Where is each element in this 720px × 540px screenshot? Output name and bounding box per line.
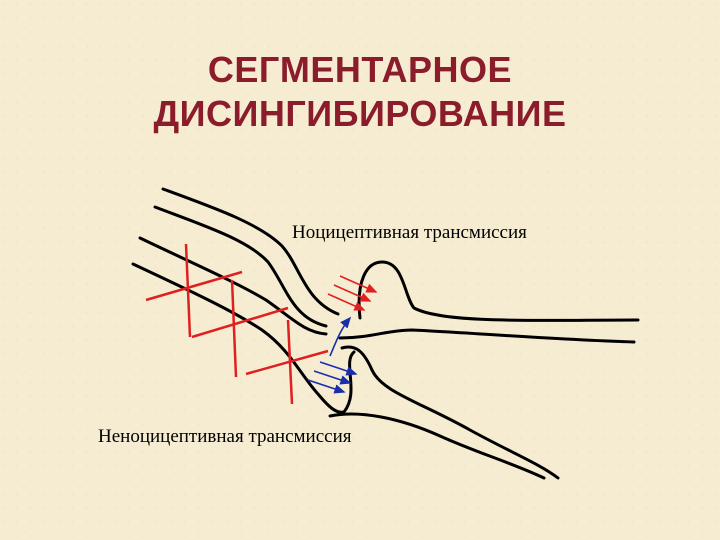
inhibitory-gates	[145, 243, 329, 405]
inhibitory-horizontal-2	[191, 306, 289, 339]
inhibitory-horizontal-3	[245, 349, 329, 376]
interneuron-lower-edge	[131, 262, 356, 414]
blue-curved-arrow	[329, 316, 352, 357]
red-arrow-3	[327, 293, 366, 311]
non-nociceptive-transmission-label: Неноцицептивная трансмиссия	[98, 426, 352, 447]
nociceptive-transmission-label: Ноцицептивная трансмиссия	[292, 222, 527, 243]
nociceptive-fiber-upper-edge	[161, 187, 340, 316]
postsynaptic-neuron-upper-edge	[357, 260, 640, 322]
non-nociceptive-fiber-lower-edge	[328, 412, 546, 480]
slide-title: СЕГМЕНТАРНОЕ ДИСИНГИБИРОВАНИЕ	[0, 48, 720, 136]
blue-arrow-1	[319, 361, 358, 376]
title-line-1: СЕГМЕНТАРНОЕ	[207, 49, 513, 90]
inhibitory-vertical-2	[230, 279, 238, 378]
blue-arrow-2	[313, 370, 352, 385]
non-nociceptive-fiber-upper-edge	[340, 345, 560, 480]
title-line-2: ДИСИНГИБИРОВАНИЕ	[153, 93, 567, 134]
red-arrow-1	[339, 275, 378, 293]
inhibitory-horizontal-1	[145, 270, 243, 302]
non-nociceptive-synapse-arrows	[307, 316, 358, 394]
nociceptive-synapse-arrows	[327, 275, 378, 311]
postsynaptic-neuron-lower-edge	[338, 328, 636, 344]
interneuron-upper-edge	[138, 236, 328, 336]
red-arrow-2	[333, 284, 372, 302]
nociceptive-fiber-lower-edge	[153, 205, 328, 328]
blue-arrow-3	[307, 379, 346, 394]
inhibitory-vertical-1	[184, 243, 192, 338]
